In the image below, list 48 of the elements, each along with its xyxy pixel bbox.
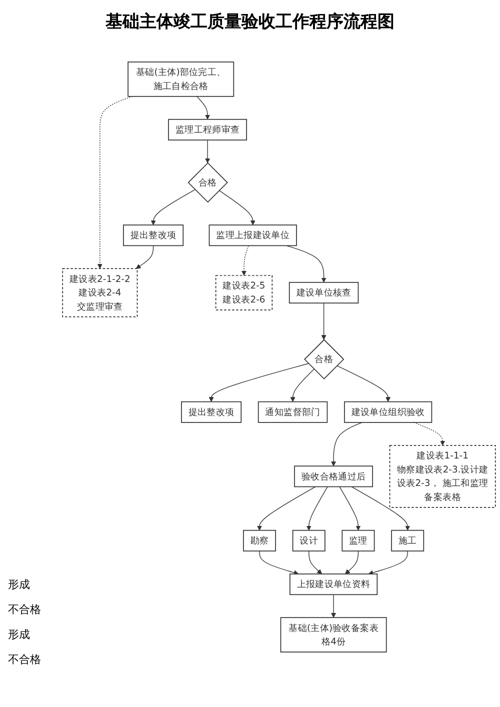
arrow: [196, 96, 210, 120]
node-box: 建设表2-1-2-2 建设表2-4 交监理审查: [62, 268, 138, 318]
arrow: [218, 190, 256, 226]
node-box: 基础(主体)部位完工、施工自检合格: [128, 62, 234, 97]
arrow: [339, 486, 361, 531]
node-box: 设计: [292, 530, 326, 552]
arrow: [345, 550, 359, 574]
arrow: [205, 140, 210, 164]
node-box: 建设表2-5 建设表2-6: [215, 275, 273, 310]
note-text: 不合格: [8, 602, 42, 617]
arrow: [331, 594, 336, 618]
node-box: 建设单位组织验收: [344, 401, 432, 423]
node-box: 基础(主体)验收备案表格4份: [280, 617, 387, 652]
arrow: [336, 365, 391, 402]
arrow: [414, 422, 446, 446]
node-box: 上报建设单位资料: [290, 574, 378, 596]
node-box: 提出整改项: [123, 224, 184, 246]
note-text: 形成: [8, 627, 31, 642]
arrow: [306, 486, 328, 531]
arrow: [256, 486, 316, 531]
arrow: [136, 245, 154, 269]
node-box: 监理上报建设单位: [208, 224, 297, 246]
node-box: 建设单位核查: [288, 282, 359, 304]
note-text: 形成: [8, 577, 31, 592]
note-text: 不合格: [8, 652, 42, 667]
node-diamond: 合格: [188, 162, 228, 203]
arrow: [308, 550, 322, 574]
arrow: [368, 550, 408, 576]
diagram-title: 基础主体竣工质量验收工作程序流程图: [104, 11, 396, 33]
arrow: [321, 302, 326, 340]
arrow: [150, 189, 196, 226]
arrow: [331, 422, 363, 466]
arrow: [351, 486, 410, 531]
node-box: 监理工程师审查: [168, 118, 247, 140]
arrow: [290, 368, 314, 402]
arrow: [208, 363, 309, 402]
node-box: 提出整改项: [181, 401, 242, 423]
node-diamond: 合格: [304, 339, 344, 380]
node-box: 监理: [342, 530, 375, 552]
arrow: [286, 245, 326, 283]
node-box: 验收合格通过后: [294, 466, 373, 488]
node-box: 建设表1-1-1 物察建设表2-3.设计建设表2-3， 施工和监理备案表格: [389, 444, 496, 508]
node-box: 勘察: [243, 530, 276, 552]
arrow: [241, 245, 249, 276]
arrow: [259, 550, 299, 576]
node-box: 施工: [391, 530, 424, 552]
arrow: [97, 96, 133, 269]
node-box: 通知监督部门: [258, 401, 328, 423]
